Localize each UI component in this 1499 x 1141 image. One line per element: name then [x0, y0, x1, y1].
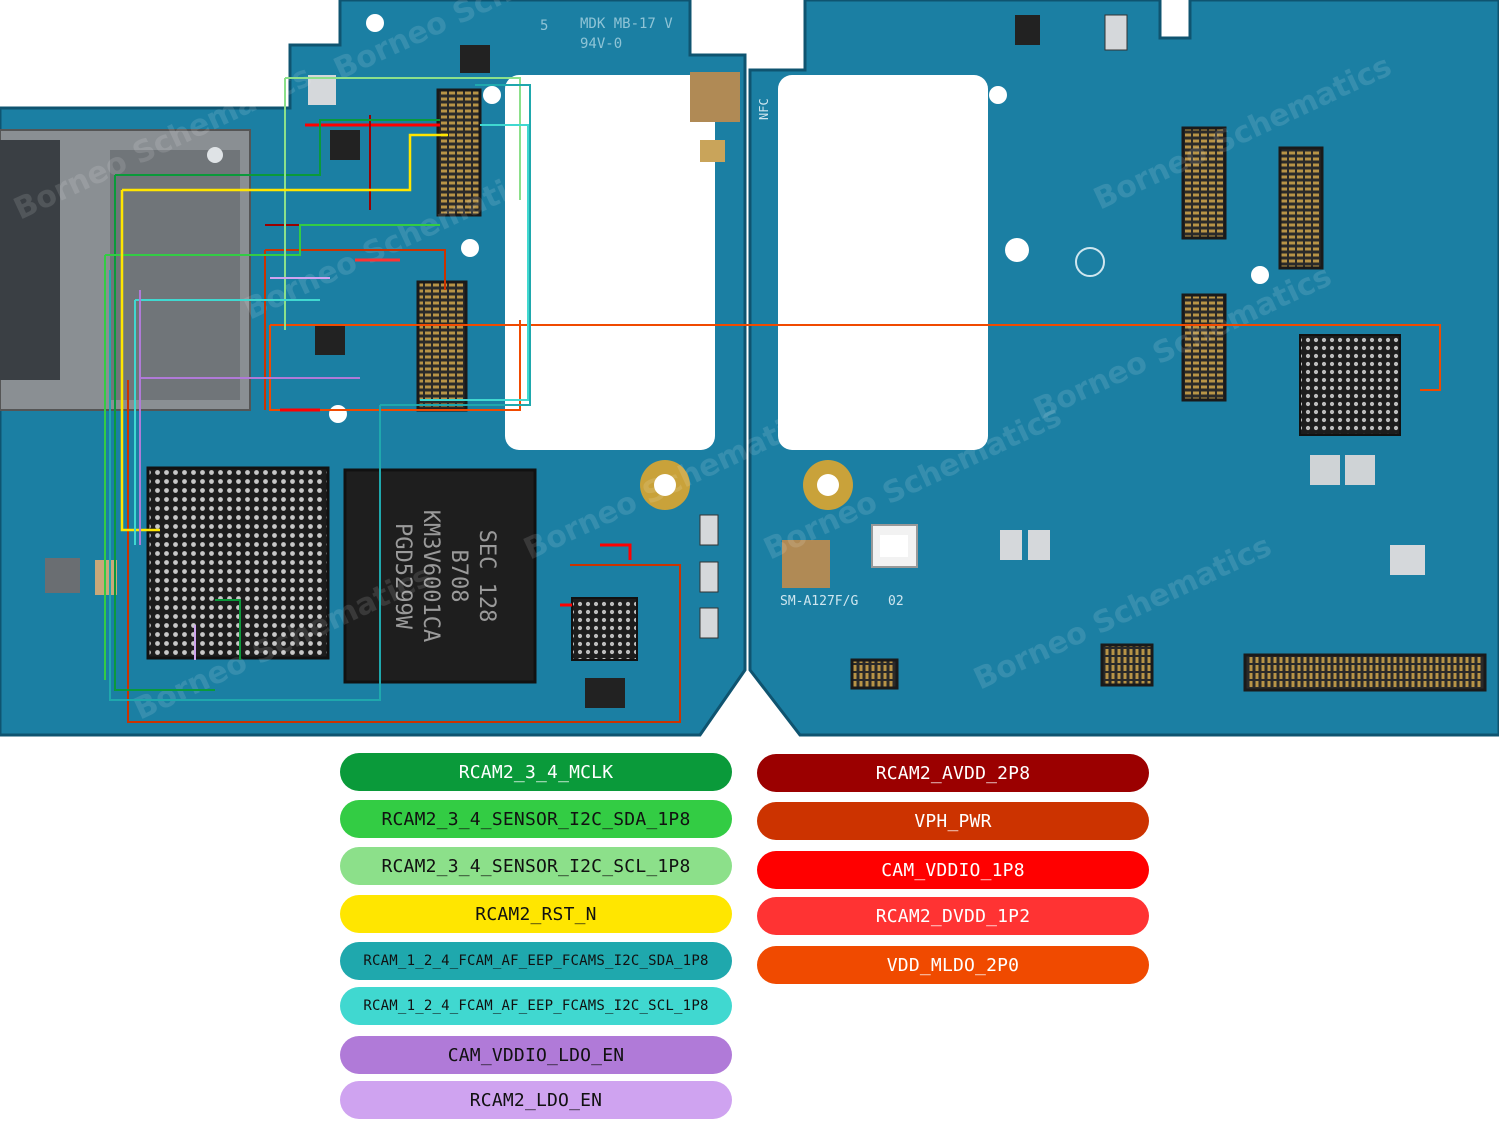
- legend-label: VDD_MLDO_2P0: [886, 954, 1020, 976]
- legend-rcam2-rst: RCAM2_RST_N: [340, 895, 732, 933]
- camera-cutout: [505, 75, 715, 450]
- lcd-connector: [1243, 653, 1487, 692]
- left-board: SEC 128 B708 KM3V6001CA PGD5299W 5 MDK M…: [0, 0, 747, 737]
- camera-connector-top: [436, 88, 482, 217]
- pmic-bga: [571, 597, 638, 661]
- memory-chip: [343, 468, 537, 684]
- legend-label: RCAM2_DVDD_1P2: [875, 905, 1031, 927]
- legend-label: RCAM_1_2_4_FCAM_AF_EEP_FCAMS_I2C_SDA_1P8: [363, 953, 709, 969]
- legend-rcam2-i2c-scl: RCAM2_3_4_SENSOR_I2C_SCL_1P8: [340, 847, 732, 885]
- camera-cutout-right: [778, 75, 988, 450]
- soc-bga: [146, 466, 330, 660]
- legend-label: RCAM2_LDO_EN: [469, 1089, 603, 1111]
- soc-mark-1: SEC 128: [474, 530, 499, 623]
- right-board: NFC SM-A127F/G 02: [748, 0, 1499, 737]
- soc-mark-2: B708: [446, 550, 471, 603]
- soc-mark-3: KM3V6001CA: [418, 510, 443, 642]
- legend-fcam-i2c-scl: RCAM_1_2_4_FCAM_AF_EEP_FCAMS_I2C_SCL_1P8: [340, 987, 732, 1025]
- legend-label: RCAM2_RST_N: [475, 903, 597, 925]
- silk-rev-right: 02: [888, 594, 904, 609]
- silk-rating: 94V-0: [580, 36, 622, 52]
- legend-label: RCAM_1_2_4_FCAM_AF_EEP_FCAMS_I2C_SCL_1P8: [363, 998, 709, 1014]
- soc-mark-4: PGD5299W: [390, 523, 415, 630]
- legend-rcam2-i2c-sda: RCAM2_3_4_SENSOR_I2C_SDA_1P8: [340, 800, 732, 838]
- legend-rcam2-dvdd: RCAM2_DVDD_1P2: [757, 897, 1149, 935]
- qr-code-right: [782, 540, 830, 588]
- legend-cam-vddio-ldo-en: CAM_VDDIO_LDO_EN: [340, 1036, 732, 1074]
- net-traces: [104, 77, 1441, 723]
- legend-label: CAM_VDDIO_1P8: [881, 859, 1025, 881]
- legend-vdd-mldo: VDD_MLDO_2P0: [757, 946, 1149, 984]
- legend-label: CAM_VDDIO_LDO_EN: [447, 1044, 625, 1066]
- legend-fcam-i2c-sda: RCAM_1_2_4_FCAM_AF_EEP_FCAMS_I2C_SDA_1P8: [340, 942, 732, 980]
- legend-label: RCAM2_3_4_MCLK: [458, 761, 614, 783]
- silk-rev: 5: [540, 18, 548, 34]
- legend-label: RCAM2_AVDD_2P8: [875, 762, 1031, 784]
- legend-label: VPH_PWR: [914, 810, 992, 832]
- legend-rcam2-mclk: RCAM2_3_4_MCLK: [340, 753, 732, 791]
- legend-rcam2-avdd: RCAM2_AVDD_2P8: [757, 754, 1149, 792]
- silk-nfc: NFC: [757, 98, 771, 120]
- legend-rcam2-ldo-en: RCAM2_LDO_EN: [340, 1081, 732, 1119]
- camera-connector-bottom: [416, 280, 468, 412]
- qr-code-left: [690, 72, 740, 122]
- legend-label: RCAM2_3_4_SENSOR_I2C_SDA_1P8: [381, 808, 691, 830]
- legend-label: RCAM2_3_4_SENSOR_I2C_SCL_1P8: [381, 855, 691, 877]
- silk-model: SM-A127F/G: [780, 594, 858, 609]
- camera-ic-bga: [1299, 334, 1401, 436]
- legend-vph-pwr: VPH_PWR: [757, 802, 1149, 840]
- legend-cam-vddio: CAM_VDDIO_1P8: [757, 851, 1149, 889]
- pcb-board-diagram: SEC 128 B708 KM3V6001CA PGD5299W 5 MDK M…: [0, 0, 1499, 737]
- silk-code: MDK MB-17 V: [580, 16, 673, 32]
